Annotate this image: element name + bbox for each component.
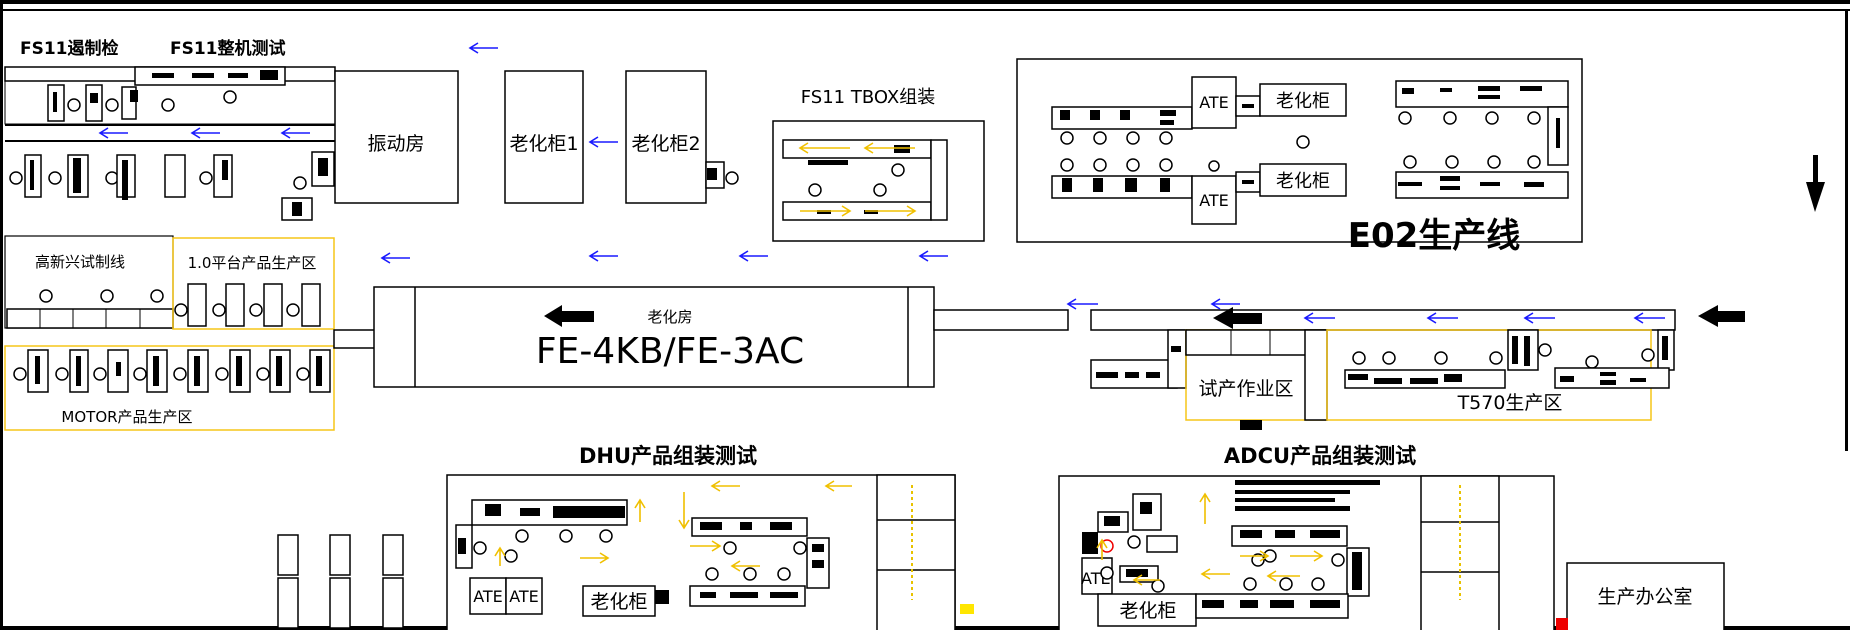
flow-arrow-icon [1200, 568, 1230, 580]
e02-aging-cabinet-bottom-label: 老化柜 [1276, 171, 1330, 192]
flow-arrow-icon [678, 492, 690, 530]
fs11-tbox-label: FS11 TBOX组装 [801, 87, 935, 108]
flow-arrow-icon [588, 136, 618, 148]
flow-arrow-icon [98, 127, 128, 139]
flow-arrow-icon [1426, 312, 1458, 324]
flow-arrow-icon [1266, 570, 1300, 582]
flow-arrow-icon [1523, 312, 1555, 324]
flow-arrow-icon [634, 498, 646, 522]
flow-arrow-icon [468, 42, 498, 54]
flow-arrow-icon [738, 250, 768, 262]
office-label: 生产办公室 [1597, 586, 1692, 608]
platform-zone-label: 1.0平台产品生产区 [188, 254, 317, 272]
flow-arrow-icon [494, 546, 506, 566]
e02-ate-bottom-label: ATE [1199, 191, 1229, 210]
flow-arrow-icon [824, 480, 852, 492]
flow-arrow-icon [865, 205, 917, 217]
flow-arrow-icon [1240, 550, 1270, 562]
office-area: 生产办公室 [1556, 562, 1725, 630]
flow-arrow-icon [1210, 298, 1240, 310]
dhu-area: DHU产品组装测试 ATE ATE 老化柜 [446, 444, 974, 630]
flow-arrow-icon [690, 540, 722, 552]
flow-arrow-icon [730, 560, 760, 572]
gaoxinxing-line-label: 高新兴试制线 [35, 253, 125, 271]
flow-arrow-icon [190, 127, 220, 139]
t570-zone: T570生产区 [1326, 329, 1675, 421]
flow-arrow-icon [1132, 574, 1160, 586]
material-flow-arrows [98, 42, 1665, 586]
adcu-area: ADCU产品组装测试 ATE 老化柜 [1058, 444, 1555, 630]
flow-arrow-icon [1303, 312, 1335, 324]
dhu-ate-2-label: ATE [509, 587, 539, 606]
e02-ate-top-label: ATE [1199, 93, 1229, 112]
dhu-ate-1-label: ATE [473, 587, 503, 606]
trial-zone-label: 试产作业区 [1198, 378, 1293, 400]
flow-arrow-icon [280, 127, 310, 139]
flow-arrow-icon [588, 250, 618, 262]
flow-arrow-icon [863, 142, 915, 154]
flow-arrow-icon [798, 142, 850, 154]
aging-room-models-label: FE-4KB/FE-3AC [536, 331, 804, 372]
dhu-test-label: DHU产品组装测试 [579, 444, 757, 468]
adcu-aging-cabinet-label: 老化柜 [1119, 600, 1176, 622]
flow-arrow-icon [918, 250, 948, 262]
storage-racks [277, 534, 404, 629]
adcu-test-label: ADCU产品组装测试 [1224, 444, 1416, 468]
aging-room-label: 老化房 [647, 308, 692, 326]
flow-arrow-icon [1290, 550, 1324, 562]
flow-arrow-icon [800, 205, 852, 217]
flow-arrow-icon [1096, 538, 1108, 560]
fs11-test-label: FS11整机测试 [170, 38, 286, 59]
flow-arrow-icon [1066, 298, 1098, 310]
flow-arrow-icon [380, 252, 410, 264]
t570-zone-label: T570生产区 [1457, 392, 1563, 414]
e02-line-area: ATE ATE 老化柜 老化柜 E02生产 [1016, 58, 1583, 256]
dhu-aging-cabinet-label: 老化柜 [590, 591, 647, 613]
e02-line-label: E02生产线 [1348, 216, 1521, 256]
flow-arrow-icon [1199, 492, 1211, 524]
trial-zone: 试产作业区 [1090, 329, 1328, 430]
aging-room: 老化房 FE-4KB/FE-3AC [333, 286, 935, 388]
flow-arrow-icon [1633, 312, 1665, 324]
motor-zone: MOTOR产品生产区 [4, 345, 335, 431]
flow-arrow-icon [580, 552, 610, 564]
fs11-area: FS11遏制检 FS11整机测试 [4, 38, 739, 221]
fs11-inspection-label: FS11遏制检 [20, 38, 119, 59]
aging-cabinet-1-label: 老化柜1 [509, 133, 578, 155]
flow-arrow-icon [710, 480, 740, 492]
platform-zone: 1.0平台产品生产区 [172, 237, 335, 330]
aging-cabinet-2-label: 老化柜2 [631, 133, 700, 155]
motor-zone-label: MOTOR产品生产区 [61, 408, 192, 426]
vibration-room-label: 振动房 [367, 133, 424, 155]
fs11-tbox-area: FS11 TBOX组装 [772, 87, 985, 242]
e02-aging-cabinet-top-label: 老化柜 [1276, 91, 1330, 112]
gaoxinxing-zone: 高新兴试制线 [4, 235, 174, 329]
